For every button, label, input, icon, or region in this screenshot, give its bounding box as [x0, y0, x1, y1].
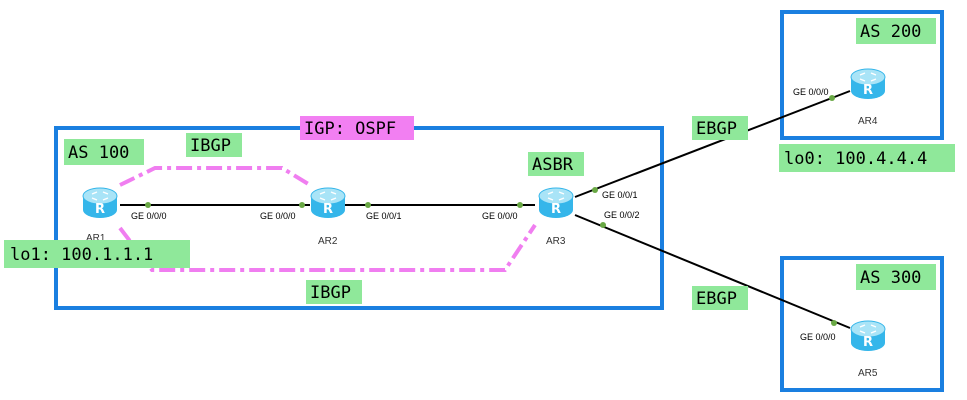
as200-label-bg [856, 18, 936, 44]
port-label-ar3-g002: GE 0/0/2 [604, 210, 640, 220]
router-name-ar4: AR4 [858, 116, 878, 127]
port-dot [365, 202, 371, 208]
port-label-ar2-g001: GE 0/0/1 [366, 211, 402, 221]
igp-label-bg [300, 116, 414, 140]
lo0-label: lo0: 100.4.4.4 [784, 149, 927, 169]
as300-label: AS 300 [860, 268, 921, 288]
router-icon[interactable] [82, 187, 118, 219]
port-label-ar2-g000: GE 0/0/0 [260, 211, 296, 221]
as300-area-box [780, 256, 944, 392]
ibgp-bottom-label: IBGP [310, 283, 351, 303]
port-dot [829, 95, 835, 101]
ibgp-bottom-label-bg [306, 280, 362, 304]
router-icon[interactable] [310, 187, 346, 219]
router-icon[interactable] [538, 187, 574, 219]
as100-label-bg [64, 139, 144, 165]
as300-label-bg [856, 264, 936, 290]
as100-label: AS 100 [68, 143, 129, 163]
router-icon[interactable] [850, 320, 886, 352]
port-dot [592, 187, 598, 193]
ibgp-session-top [119, 166, 312, 187]
router-icon[interactable] [850, 68, 886, 100]
ebgp-top-label: EBGP [696, 119, 737, 139]
port-label-ar3-g000: GE 0/0/0 [482, 211, 518, 221]
lo1-label: lo1: 100.1.1.1 [10, 245, 153, 265]
ibgp-top-label: IBGP [190, 136, 231, 156]
ebgp-bottom-label-bg [692, 286, 748, 310]
asbr-label-bg [528, 152, 584, 176]
router-name-ar2: AR2 [318, 236, 338, 247]
port-label-ar1-g000: GE 0/0/0 [131, 211, 167, 221]
lo1-label-bg [4, 240, 190, 268]
lo0-label-bg [779, 144, 955, 172]
port-dot [600, 222, 606, 228]
port-label-ar4-g000: GE 0/0/0 [793, 87, 829, 97]
as200-area-box [780, 10, 944, 140]
port-label-ar5-g000: GE 0/0/0 [800, 332, 836, 342]
link-ar3-ar5 [574, 214, 851, 329]
asbr-label: ASBR [532, 155, 574, 175]
router-name-ar5: AR5 [858, 368, 878, 379]
link-ar3-ar4 [574, 90, 851, 198]
port-dot [831, 320, 837, 326]
port-dot [299, 202, 305, 208]
ibgp-top-label-bg [186, 133, 242, 157]
ebgp-top-label-bg [692, 116, 748, 140]
ibgp-session-bottom [118, 223, 537, 272]
port-dot [517, 202, 523, 208]
port-dot [145, 202, 151, 208]
router-name-ar1: AR1 [86, 233, 106, 244]
router-name-ar3: AR3 [546, 236, 566, 247]
ebgp-bottom-label: EBGP [696, 289, 737, 309]
port-label-ar3-g001: GE 0/0/1 [602, 190, 638, 200]
as200-label: AS 200 [860, 22, 921, 42]
igp-label: IGP: OSPF [304, 119, 396, 139]
